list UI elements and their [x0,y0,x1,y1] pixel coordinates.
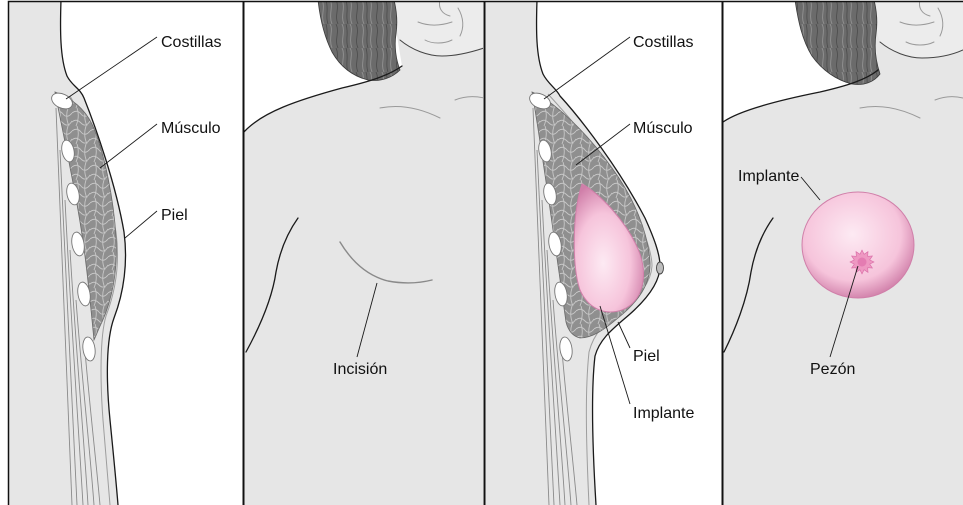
muscle-label: Músculo [161,120,221,137]
hair [318,0,400,81]
nipple-label: Pezón [810,361,855,378]
skin-label: Piel [633,348,660,365]
ribs-leader-line [544,37,630,99]
ribs-leader-line [66,37,157,99]
ribs-label: Costillas [633,34,693,51]
panel-side-after: Costillas Músculo Piel Implante [484,0,694,505]
hair [795,0,880,85]
nipple-side [657,262,664,274]
ribs-label: Costillas [161,34,221,51]
nipple-center [858,258,867,267]
implant-label: Implante [633,405,694,422]
muscle-label: Músculo [633,120,693,137]
panel-front-before: Incisión [244,0,484,505]
incision-label: Incisión [333,361,387,378]
skin-label: Piel [161,207,188,224]
muscle-leader-line [100,124,157,168]
panel-front-after: Implante Pezón [723,0,963,505]
panel-side-before: Costillas Músculo Piel [8,0,221,505]
torso [244,30,484,505]
breast-implant [802,192,914,298]
implant-label: Implante [738,168,799,185]
skin-leader-line [125,211,157,238]
skin-leader-line [618,322,630,348]
